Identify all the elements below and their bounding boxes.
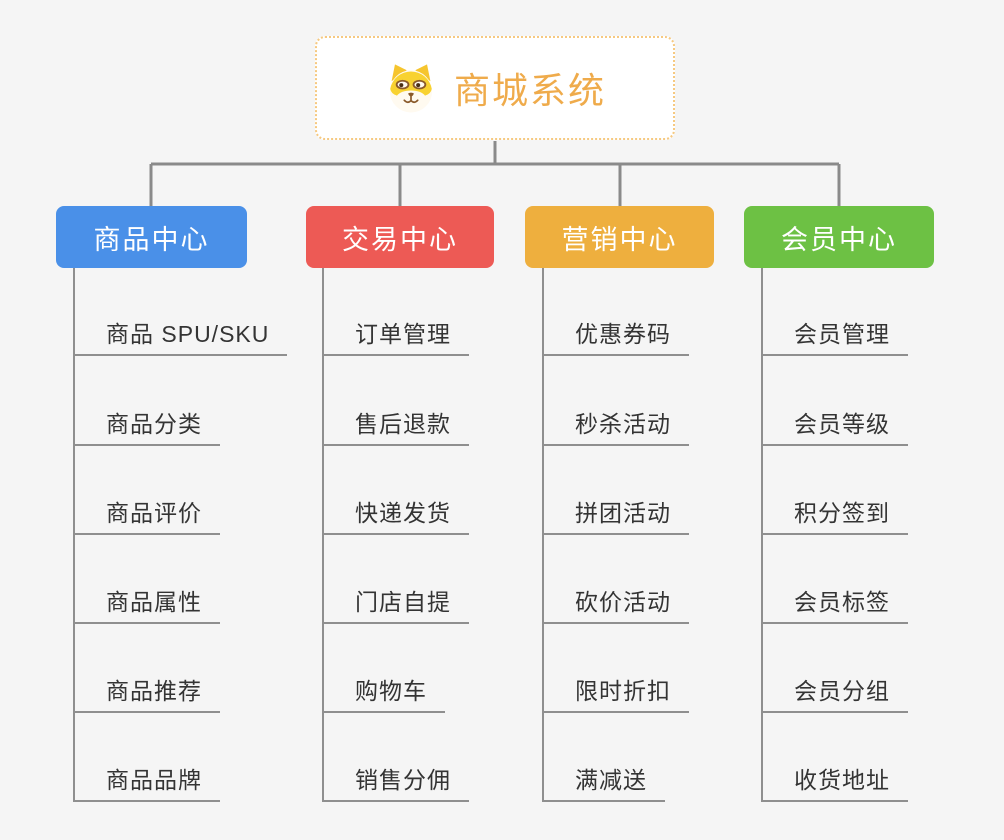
leaf-node[interactable]: 拼团活动	[542, 499, 689, 535]
leaf-node[interactable]: 商品品牌	[73, 766, 220, 802]
leaf-node[interactable]: 门店自提	[322, 588, 469, 624]
leaf-node[interactable]: 积分签到	[761, 499, 908, 535]
leaf-node[interactable]: 优惠券码	[542, 320, 689, 356]
leaf-node[interactable]: 秒杀活动	[542, 410, 689, 446]
leaf-node[interactable]: 销售分佣	[322, 766, 469, 802]
leaf-node[interactable]: 会员标签	[761, 588, 908, 624]
branch-node-product-center[interactable]: 商品中心	[56, 206, 247, 268]
leaf-node[interactable]: 商品分类	[73, 410, 220, 446]
branch-node-label: 交易中心	[342, 224, 458, 255]
leaf-node[interactable]: 砍价活动	[542, 588, 689, 624]
leaf-node[interactable]: 商品属性	[73, 588, 220, 624]
branch-node-member-center[interactable]: 会员中心	[744, 206, 934, 268]
leaf-column-member-center: 会员管理 会员等级 积分签到 会员标签 会员分组 收货地址	[761, 268, 1004, 802]
leaf-column-product-center: 商品 SPU/SKU 商品分类 商品评价 商品属性 商品推荐 商品品牌	[73, 268, 323, 802]
leaf-node[interactable]: 限时折扣	[542, 677, 689, 713]
leaf-column-marketing-center: 优惠券码 秒杀活动 拼团活动 砍价活动 限时折扣 满减送	[542, 268, 792, 802]
root-node-title: 商城系统	[453, 70, 606, 111]
leaf-node[interactable]: 收货地址	[761, 766, 908, 802]
leaf-node[interactable]: 购物车	[322, 677, 445, 713]
leaf-node[interactable]: 会员分组	[761, 677, 908, 713]
branch-node-marketing-center[interactable]: 营销中心	[525, 206, 714, 268]
branch-node-label: 营销中心	[561, 224, 678, 255]
leaf-node[interactable]: 售后退款	[322, 410, 469, 446]
root-node-mall-system[interactable]: 商城系统	[315, 36, 675, 140]
leaf-node[interactable]: 商品评价	[73, 499, 220, 535]
leaf-node[interactable]: 会员管理	[761, 320, 908, 356]
branch-node-trade-center[interactable]: 交易中心	[306, 206, 494, 268]
leaf-node[interactable]: 满减送	[542, 766, 665, 802]
leaf-node[interactable]: 会员等级	[761, 410, 908, 446]
leaf-node[interactable]: 快递发货	[322, 499, 469, 535]
leaf-node[interactable]: 商品 SPU/SKU	[73, 320, 288, 356]
shiba-dog-icon	[389, 64, 433, 113]
branch-node-label: 商品中心	[93, 224, 210, 255]
leaf-node[interactable]: 订单管理	[322, 320, 469, 356]
leaf-node[interactable]: 商品推荐	[73, 677, 220, 713]
branch-node-label: 会员中心	[781, 224, 897, 255]
leaf-column-trade-center: 订单管理 售后退款 快递发货 门店自提 购物车 销售分佣	[322, 268, 572, 802]
